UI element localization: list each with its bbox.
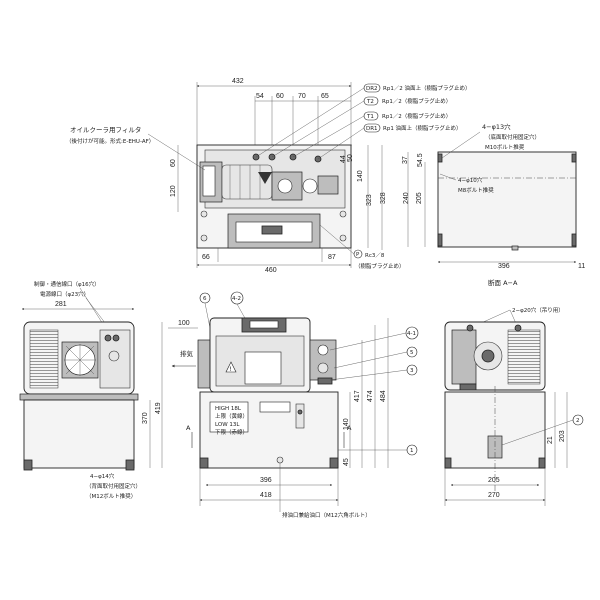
port-label-t2: T2 Rp1／2（樹脂プラグ止め） <box>271 96 451 158</box>
svg-text:P: P <box>356 252 360 258</box>
svg-text:2: 2 <box>576 418 580 424</box>
svg-text:DR1: DR1 <box>366 126 378 132</box>
svg-text:4-1: 4-1 <box>407 331 416 337</box>
dim-328: 328 <box>380 192 387 204</box>
dim-54: 54 <box>256 93 264 100</box>
svg-text:下限（赤線）: 下限（赤線） <box>215 428 248 436</box>
dim-54-5: 54.5 <box>417 153 424 167</box>
dim-100: 100 <box>178 320 190 327</box>
dim-418: 418 <box>260 492 272 499</box>
port-label-dr1: DR1 Rp1 油面上（樹脂プラグ止め） <box>317 123 462 160</box>
dim-140: 140 <box>357 170 364 182</box>
dim-120-left: 120 <box>170 185 177 197</box>
section-holes-label: 4−φ13穴 <box>482 122 511 131</box>
dim-11: 11 <box>578 263 585 270</box>
filter-label-note: （後付けが可能。形式:E-EHU-AF） <box>66 137 154 145</box>
drain-label: 排油口兼給油口（M12六角ボルト） <box>282 511 371 519</box>
dim-432: 432 <box>232 78 244 85</box>
dim-474: 474 <box>367 390 374 402</box>
svg-text:T2: T2 <box>366 99 374 105</box>
dim-323: 323 <box>366 194 373 206</box>
dim-44: 44 <box>340 155 347 163</box>
svg-text:5: 5 <box>410 350 414 356</box>
svg-text:A: A <box>347 424 352 432</box>
dim-281: 281 <box>55 301 67 308</box>
section-view-a-a: 4−φ13穴 （底面取付用固定穴） M10ボルト推奨 4−φ10穴 M8ボルト推… <box>402 122 585 287</box>
section-inner-holes: 4−φ10穴 <box>458 176 483 184</box>
right-view: 2−φ20穴（吊り用） 2 21 203 205 270 <box>444 306 584 506</box>
dim-21: 21 <box>547 436 554 444</box>
dim-205-section: 205 <box>416 192 423 204</box>
svg-text:A: A <box>186 424 191 432</box>
dim-45: 45 <box>343 458 350 466</box>
svg-text:!: ! <box>229 365 232 373</box>
dim-70: 70 <box>298 93 306 100</box>
warning-icon <box>225 361 237 373</box>
left-holes-note: （背面取付用固定穴） <box>86 482 141 490</box>
dim-50: 50 <box>347 154 354 162</box>
dim-417: 417 <box>354 390 361 402</box>
svg-text:4-2: 4-2 <box>232 296 241 302</box>
left-tank <box>23 399 135 469</box>
port-label-dr2: DR2 Rp1／2 油面上（樹脂プラグ止め） <box>255 83 471 158</box>
dim-37: 37 <box>402 156 409 164</box>
svg-text:Rp1／2（樹脂プラグ止め）: Rp1／2（樹脂プラグ止め） <box>382 97 451 105</box>
left-bolt-label: （M12ボルト推奨） <box>86 492 136 500</box>
section-holes-note: （底面取付用固定穴） <box>485 133 540 141</box>
dim-419: 419 <box>155 402 162 414</box>
section-inner-bolt: M8ボルト推奨 <box>458 186 494 194</box>
dim-87: 87 <box>328 254 336 261</box>
dim-484: 484 <box>380 390 387 402</box>
left-view: 制御・通信線口（φ16穴） 電源線口（φ23穴） 281 370 419 4−φ… <box>19 280 163 500</box>
hang-holes-label: 2−φ20穴（吊り用） <box>512 306 564 314</box>
svg-text:（樹脂プラグ止め）: （樹脂プラグ止め） <box>355 262 405 270</box>
left-holes-label: 4−φ14穴 <box>90 472 115 480</box>
filter-label: オイルクーラ用フィルタ <box>70 125 141 134</box>
port-label-t1: T1 Rp1／2（樹脂プラグ止め） <box>292 111 451 158</box>
dim-370: 370 <box>142 412 149 424</box>
svg-text:3: 3 <box>410 368 414 374</box>
section-bolt-label: M10ボルト推奨 <box>485 143 525 151</box>
svg-text:上限（黄線）: 上限（黄線） <box>215 412 248 420</box>
svg-text:6: 6 <box>203 296 207 302</box>
warning-triangle-icon <box>258 172 272 184</box>
svg-text:1: 1 <box>410 448 414 454</box>
dim-65: 65 <box>321 93 329 100</box>
dim-240: 240 <box>403 192 410 204</box>
section-tank <box>437 151 577 248</box>
dim-66: 66 <box>202 254 210 261</box>
svg-text:Rp1／2 油面上（樹脂プラグ止め）: Rp1／2 油面上（樹脂プラグ止め） <box>383 84 471 92</box>
svg-text:Rc3／8: Rc3／8 <box>365 252 385 259</box>
drain-port <box>276 456 284 464</box>
left-label-power: 電源線口（φ23穴） <box>40 290 89 298</box>
front-view: 6 4-2 100 排気 ! HIGH 18L 上限（黄線） LOW 13L 下… <box>168 291 419 519</box>
svg-text:HIGH 18L: HIGH 18L <box>215 406 242 412</box>
svg-text:LOW 13L: LOW 13L <box>215 422 240 428</box>
dim-396-front: 396 <box>260 477 272 484</box>
dim-460: 460 <box>265 267 277 274</box>
p-port-label: P Rc3／8 （樹脂プラグ止め） <box>319 224 405 270</box>
left-label-control: 制御・通信線口（φ16穴） <box>34 280 100 288</box>
dim-396-section: 396 <box>498 263 510 270</box>
dim-205-right: 205 <box>488 477 500 484</box>
dim-270: 270 <box>488 492 500 499</box>
dim-140-front: 140 <box>343 418 350 430</box>
section-caption: 断面 A−A <box>488 278 518 287</box>
svg-text:DR2: DR2 <box>366 86 378 92</box>
svg-text:T1: T1 <box>366 114 374 120</box>
dim-60-left: 60 <box>170 159 177 167</box>
svg-text:Rp1 油面上（樹脂プラグ止め）: Rp1 油面上（樹脂プラグ止め） <box>383 124 462 132</box>
dim-203: 203 <box>559 430 566 442</box>
oil-level-plate <box>209 401 249 433</box>
exhaust-label: 排気 <box>180 349 194 358</box>
dim-60: 60 <box>276 93 284 100</box>
top-view: 432 54 60 70 65 <box>66 78 471 274</box>
svg-text:Rp1／2（樹脂プラグ止め）: Rp1／2（樹脂プラグ止め） <box>382 112 451 120</box>
